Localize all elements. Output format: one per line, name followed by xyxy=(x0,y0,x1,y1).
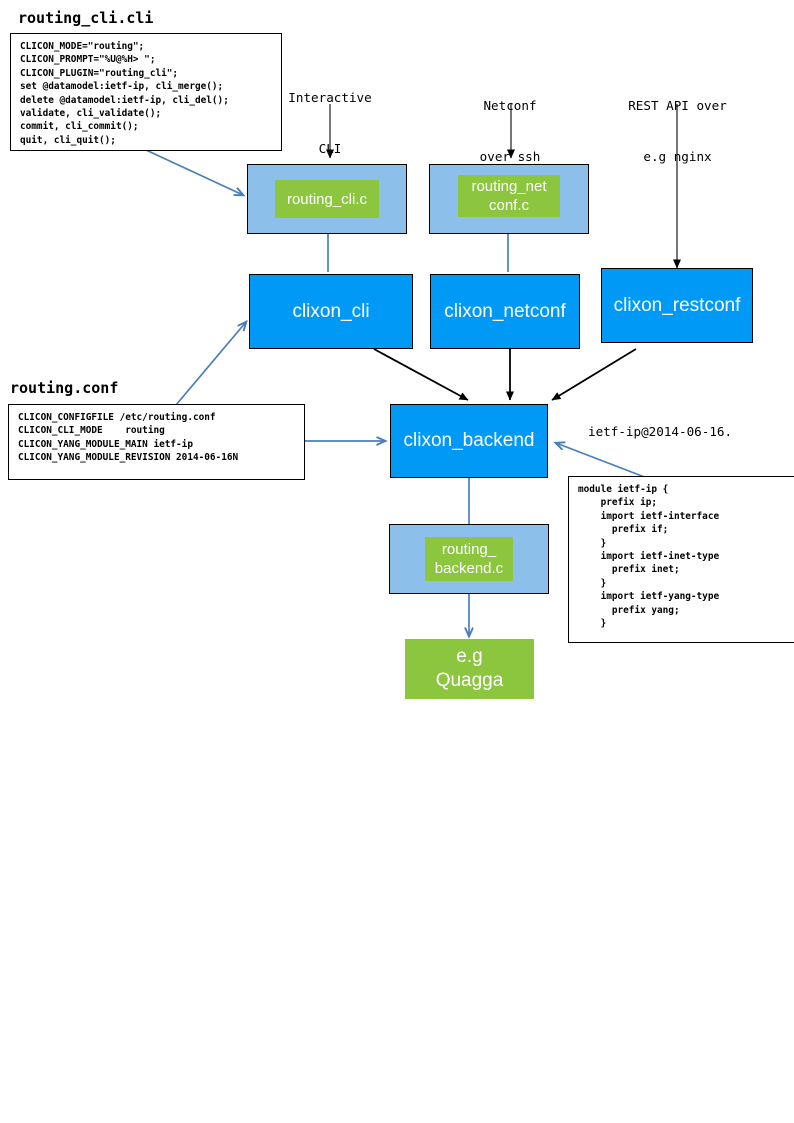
routing-cli-plugin-host: routing_cli.c xyxy=(247,164,407,234)
clixon-netconf-box: clixon_netconf xyxy=(430,274,580,349)
yang-module-line: prefix if; xyxy=(578,524,669,536)
clixon-restconf-label: clixon_restconf xyxy=(613,294,741,316)
routing-conf-title: routing.conf xyxy=(10,379,119,397)
routing-conf-line: CLICON_YANG_MODULE_MAIN ietf-ip xyxy=(18,438,193,450)
cli-config-box: CLICON_MODE="routing"; CLICON_PROMPT="%U… xyxy=(10,33,282,151)
cli-config-line: quit, cli_quit(); xyxy=(20,134,116,146)
routing-cli-plugin-box: routing_cli.c xyxy=(275,180,379,218)
entrypoint-line1: Interactive xyxy=(288,90,372,105)
routing-conf-box: CLICON_CONFIGFILE /etc/routing.conf CLIC… xyxy=(8,404,305,480)
router-label-line2: Quagga xyxy=(435,670,504,691)
yang-module-line: prefix yang; xyxy=(578,604,680,616)
cli-config-title: routing_cli.cli xyxy=(18,9,154,27)
router-label-line1: e.g xyxy=(456,646,483,667)
routing-backend-plugin-label-line2: backend.c xyxy=(434,560,504,577)
cli-config-line: CLICON_PROMPT="%U@%H> "; xyxy=(20,54,156,66)
routing-netconf-plugin-box: routing_net conf.c xyxy=(458,175,560,217)
clixon-netconf-label: clixon_netconf xyxy=(444,300,566,322)
arrow-cli-to-backend xyxy=(373,348,469,401)
yang-module-box: module ietf-ip { prefix ip; import ietf-… xyxy=(568,476,794,643)
routing-conf-line: CLICON_YANG_MODULE_REVISION 2014-06-16N xyxy=(18,452,239,464)
entrypoint-interactive-cli: Interactive CLI xyxy=(280,55,380,191)
entrypoint-line2: e.g nginx xyxy=(643,149,712,164)
yang-module-line: } xyxy=(578,537,607,549)
yang-module-line: import ietf-inet-type xyxy=(578,551,720,563)
entrypoint-line1: REST API over xyxy=(628,98,727,113)
routing-netconf-plugin-host: routing_net conf.c xyxy=(429,164,589,234)
clixon-backend-box: clixon_backend xyxy=(390,404,548,478)
clixon-restconf-box: clixon_restconf xyxy=(601,268,753,343)
router-box: e.g Quagga xyxy=(405,639,534,699)
cli-config-line: CLICON_MODE="routing"; xyxy=(20,41,145,52)
arrow-restconf-to-backend xyxy=(551,348,637,401)
routing-backend-plugin-box: routing_ backend.c xyxy=(425,537,513,581)
yang-module-line: } xyxy=(578,577,607,589)
arrow-cli-file-to-plugin xyxy=(145,149,243,195)
yang-module-line: prefix ip; xyxy=(578,497,658,509)
routing-conf-line: CLICON_CONFIGFILE /etc/routing.conf xyxy=(18,412,216,423)
routing-backend-plugin-host: routing_ backend.c xyxy=(389,524,549,594)
clixon-cli-box: clixon_cli xyxy=(249,274,413,349)
cli-config-line: commit, cli_commit(); xyxy=(20,121,139,133)
cli-config-line: validate, cli_validate(); xyxy=(20,108,162,120)
routing-cli-plugin-label: routing_cli.c xyxy=(286,190,368,208)
routing-conf-line: CLICON_CLI_MODE routing xyxy=(18,425,165,437)
yang-module-line: } xyxy=(578,618,607,630)
entrypoint-rest-api: REST API over e.g nginx xyxy=(605,63,750,199)
cli-config-line: set @datamodel:ietf-ip, cli_merge(); xyxy=(20,81,224,93)
yang-module-line: module ietf-ip { xyxy=(578,484,669,495)
entrypoint-line2: over ssh xyxy=(479,149,541,164)
clixon-cli-label: clixon_cli xyxy=(292,300,370,322)
cli-config-line: delete @datamodel:ietf-ip, cli_del(); xyxy=(20,94,229,106)
entrypoint-line1: Netconf xyxy=(483,98,537,113)
yang-module-line: import ietf-yang-type xyxy=(578,591,720,603)
entrypoint-netconf-ssh: Netconf over ssh xyxy=(455,63,565,199)
yang-module-line: prefix inet; xyxy=(578,564,680,576)
entrypoint-line2: CLI xyxy=(318,141,342,156)
routing-netconf-plugin-label-line1: routing_net xyxy=(471,178,547,195)
yang-module-line: import ietf-interface xyxy=(578,510,720,522)
routing-backend-plugin-label-line1: routing_ xyxy=(441,541,497,558)
yang-module-label: ietf-ip@2014-06-16. xyxy=(588,424,733,439)
arrow-conf-to-clixon-cli xyxy=(175,322,246,406)
routing-netconf-plugin-label-line2: conf.c xyxy=(488,197,530,214)
clixon-backend-label: clixon_backend xyxy=(403,430,535,451)
cli-config-line: CLICON_PLUGIN="routing_cli"; xyxy=(20,67,179,79)
